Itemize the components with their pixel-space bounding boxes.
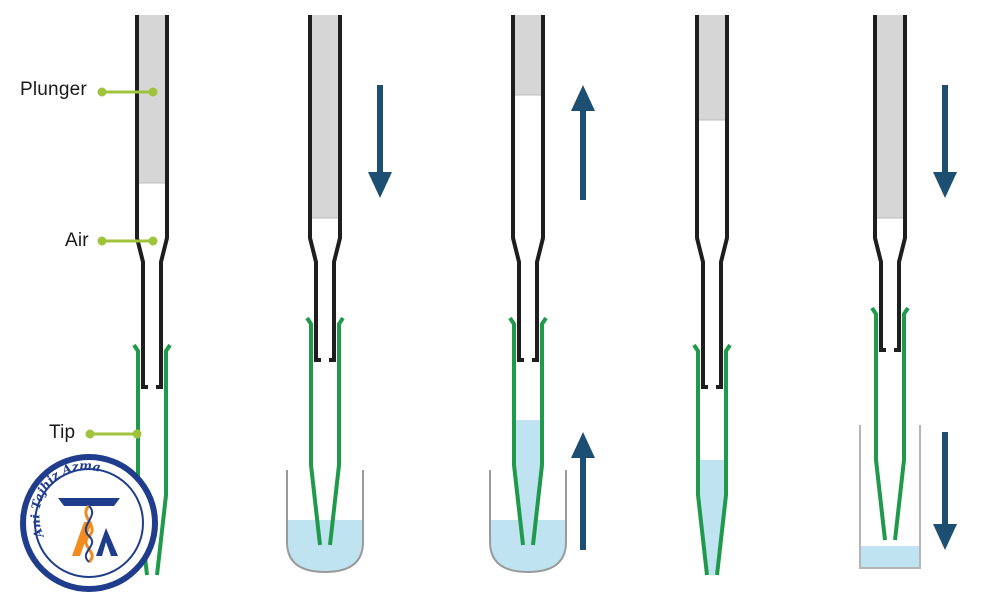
pipette-step-2 <box>286 15 392 574</box>
arrow-down-top <box>933 85 957 198</box>
arrow-up-bottom-head <box>571 432 595 458</box>
tip-leader <box>85 429 142 439</box>
pipette-tip <box>305 316 345 546</box>
cup <box>859 425 921 569</box>
pipette-barrel <box>695 15 729 389</box>
arrow-down-top-head <box>933 172 957 198</box>
pipette-step-4 <box>692 15 732 576</box>
pipette-step-1 <box>132 15 172 576</box>
cup-liquid <box>860 546 920 568</box>
logo-monogram <box>58 498 120 564</box>
air-leader-dot-start <box>97 236 107 246</box>
pipette-barrel <box>135 15 169 389</box>
pipette-barrel <box>308 15 342 362</box>
plunger-leader <box>97 87 158 97</box>
arrow-down-top <box>368 85 392 198</box>
tip-liquid <box>700 460 724 575</box>
pipette-barrel <box>511 15 545 362</box>
pipette-step-5 <box>859 15 957 569</box>
plunger <box>139 15 165 183</box>
beaker <box>286 470 364 574</box>
arrow-up-top-head <box>571 85 595 111</box>
air-label: Air <box>65 230 89 251</box>
company-logo: Ani Tajhiz Azma <box>20 454 158 592</box>
plunger <box>877 15 903 218</box>
plunger <box>699 15 725 120</box>
arrow-up-bottom <box>571 432 595 550</box>
beaker-liquid <box>287 520 363 572</box>
arrow-down-bottom-head <box>933 524 957 550</box>
tip-leader-dot-end <box>132 429 142 439</box>
arrow-down-bottom <box>933 432 957 550</box>
pipette-barrel <box>873 15 907 352</box>
tip-label: Tip <box>49 422 76 443</box>
tip-leader-dot-start <box>85 429 95 439</box>
plunger <box>312 15 338 218</box>
pipette-tip <box>870 306 910 541</box>
arrow-up-top <box>571 85 595 200</box>
plunger <box>515 15 541 95</box>
beaker <box>489 470 567 574</box>
pipette-step-3 <box>489 15 595 574</box>
pipette-tip <box>692 343 732 576</box>
plunger-leader-dot-start <box>97 87 107 97</box>
tip-liquid <box>516 420 540 545</box>
beaker-liquid <box>490 520 566 572</box>
air-leader-dot-end <box>148 236 158 246</box>
plunger-leader-dot-end <box>148 87 158 97</box>
air-leader <box>97 236 158 246</box>
pipette-tip <box>508 316 548 546</box>
arrow-down-top-head <box>368 172 392 198</box>
plunger-label: Plunger <box>20 79 87 100</box>
logo-ring-inner <box>34 468 144 578</box>
